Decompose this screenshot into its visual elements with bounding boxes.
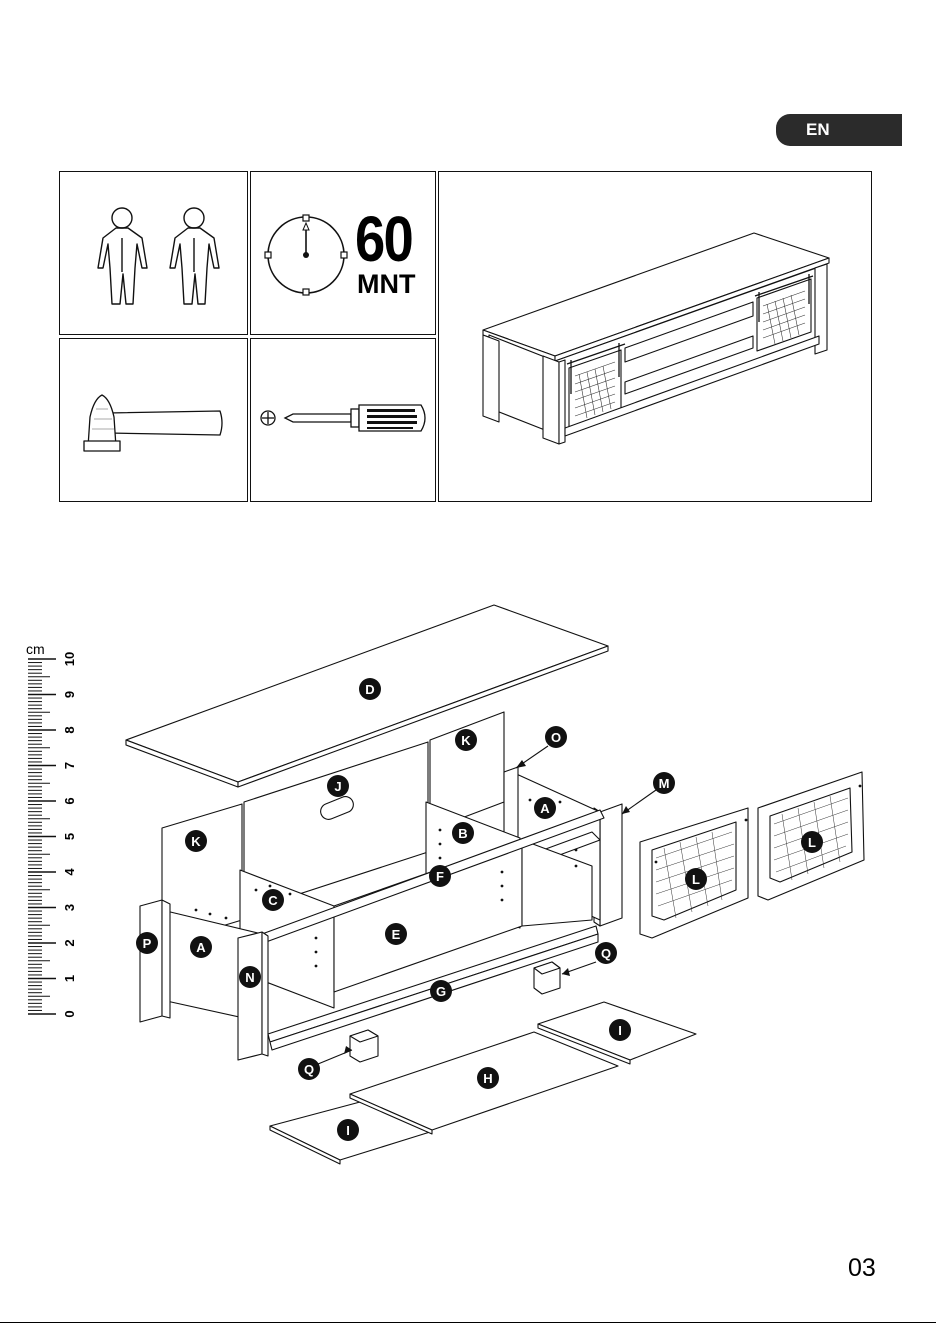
label-o: O — [545, 726, 567, 748]
svg-text:G: G — [436, 984, 446, 999]
svg-text:A: A — [196, 940, 206, 955]
label-d: D — [359, 678, 381, 700]
label-i-left: I — [337, 1119, 359, 1141]
svg-text:A: A — [540, 801, 550, 816]
screwdriver-box — [250, 338, 436, 502]
assembly-time-box: 60 MNT — [250, 171, 436, 335]
svg-text:Q: Q — [601, 946, 611, 961]
label-l-right: L — [801, 831, 823, 853]
label-q-left: Q — [298, 1058, 320, 1080]
svg-text:D: D — [365, 682, 374, 697]
two-persons-icon — [60, 172, 246, 333]
svg-text:K: K — [191, 834, 201, 849]
label-q-right: Q — [595, 942, 617, 964]
post-m — [600, 804, 622, 926]
assembly-time-value: 60 — [355, 208, 412, 270]
label-k-right: K — [455, 729, 477, 751]
svg-text:L: L — [692, 872, 700, 887]
assembly-time-unit: MNT — [357, 270, 415, 298]
svg-text:C: C — [268, 893, 278, 908]
product-overview-box — [438, 171, 872, 502]
svg-text:Q: Q — [304, 1062, 314, 1077]
svg-text:E: E — [392, 927, 401, 942]
label-f: F — [429, 865, 451, 887]
language-badge: EN — [776, 114, 902, 146]
label-m: M — [653, 772, 675, 794]
svg-text:K: K — [461, 733, 471, 748]
bottom-rule — [0, 1322, 936, 1323]
label-i-right: I — [609, 1019, 631, 1041]
hammer-box — [59, 338, 248, 502]
svg-text:J: J — [334, 779, 341, 794]
label-a-right: A — [534, 797, 556, 819]
label-g: G — [430, 980, 452, 1002]
label-e: E — [385, 923, 407, 945]
two-persons-box — [59, 171, 248, 335]
label-b: B — [452, 822, 474, 844]
svg-text:I: I — [346, 1123, 350, 1138]
svg-text:O: O — [551, 730, 561, 745]
label-c: C — [262, 889, 284, 911]
tv-stand-illustration — [439, 172, 870, 500]
label-l-left: L — [685, 868, 707, 890]
label-a-left: A — [190, 936, 212, 958]
label-p: P — [136, 932, 158, 954]
svg-text:M: M — [659, 776, 670, 791]
svg-text:H: H — [483, 1071, 492, 1086]
post-p — [140, 900, 162, 1022]
svg-text:N: N — [245, 970, 254, 985]
svg-text:L: L — [808, 835, 816, 850]
hammer-icon — [60, 339, 246, 500]
svg-text:I: I — [618, 1023, 622, 1038]
label-k-left: K — [185, 830, 207, 852]
clock-icon — [262, 210, 362, 310]
label-h: H — [477, 1067, 499, 1089]
page-number: 03 — [848, 1254, 876, 1283]
svg-text:P: P — [143, 936, 152, 951]
svg-text:B: B — [458, 826, 467, 841]
exploded-parts-diagram: D K J K O A B M C F E P A N G L L Q Q I … — [0, 590, 936, 1190]
label-n: N — [239, 966, 261, 988]
post-n — [238, 932, 262, 1060]
phillips-screwdriver-icon — [251, 339, 434, 500]
svg-text:F: F — [436, 869, 444, 884]
label-j: J — [327, 775, 349, 797]
